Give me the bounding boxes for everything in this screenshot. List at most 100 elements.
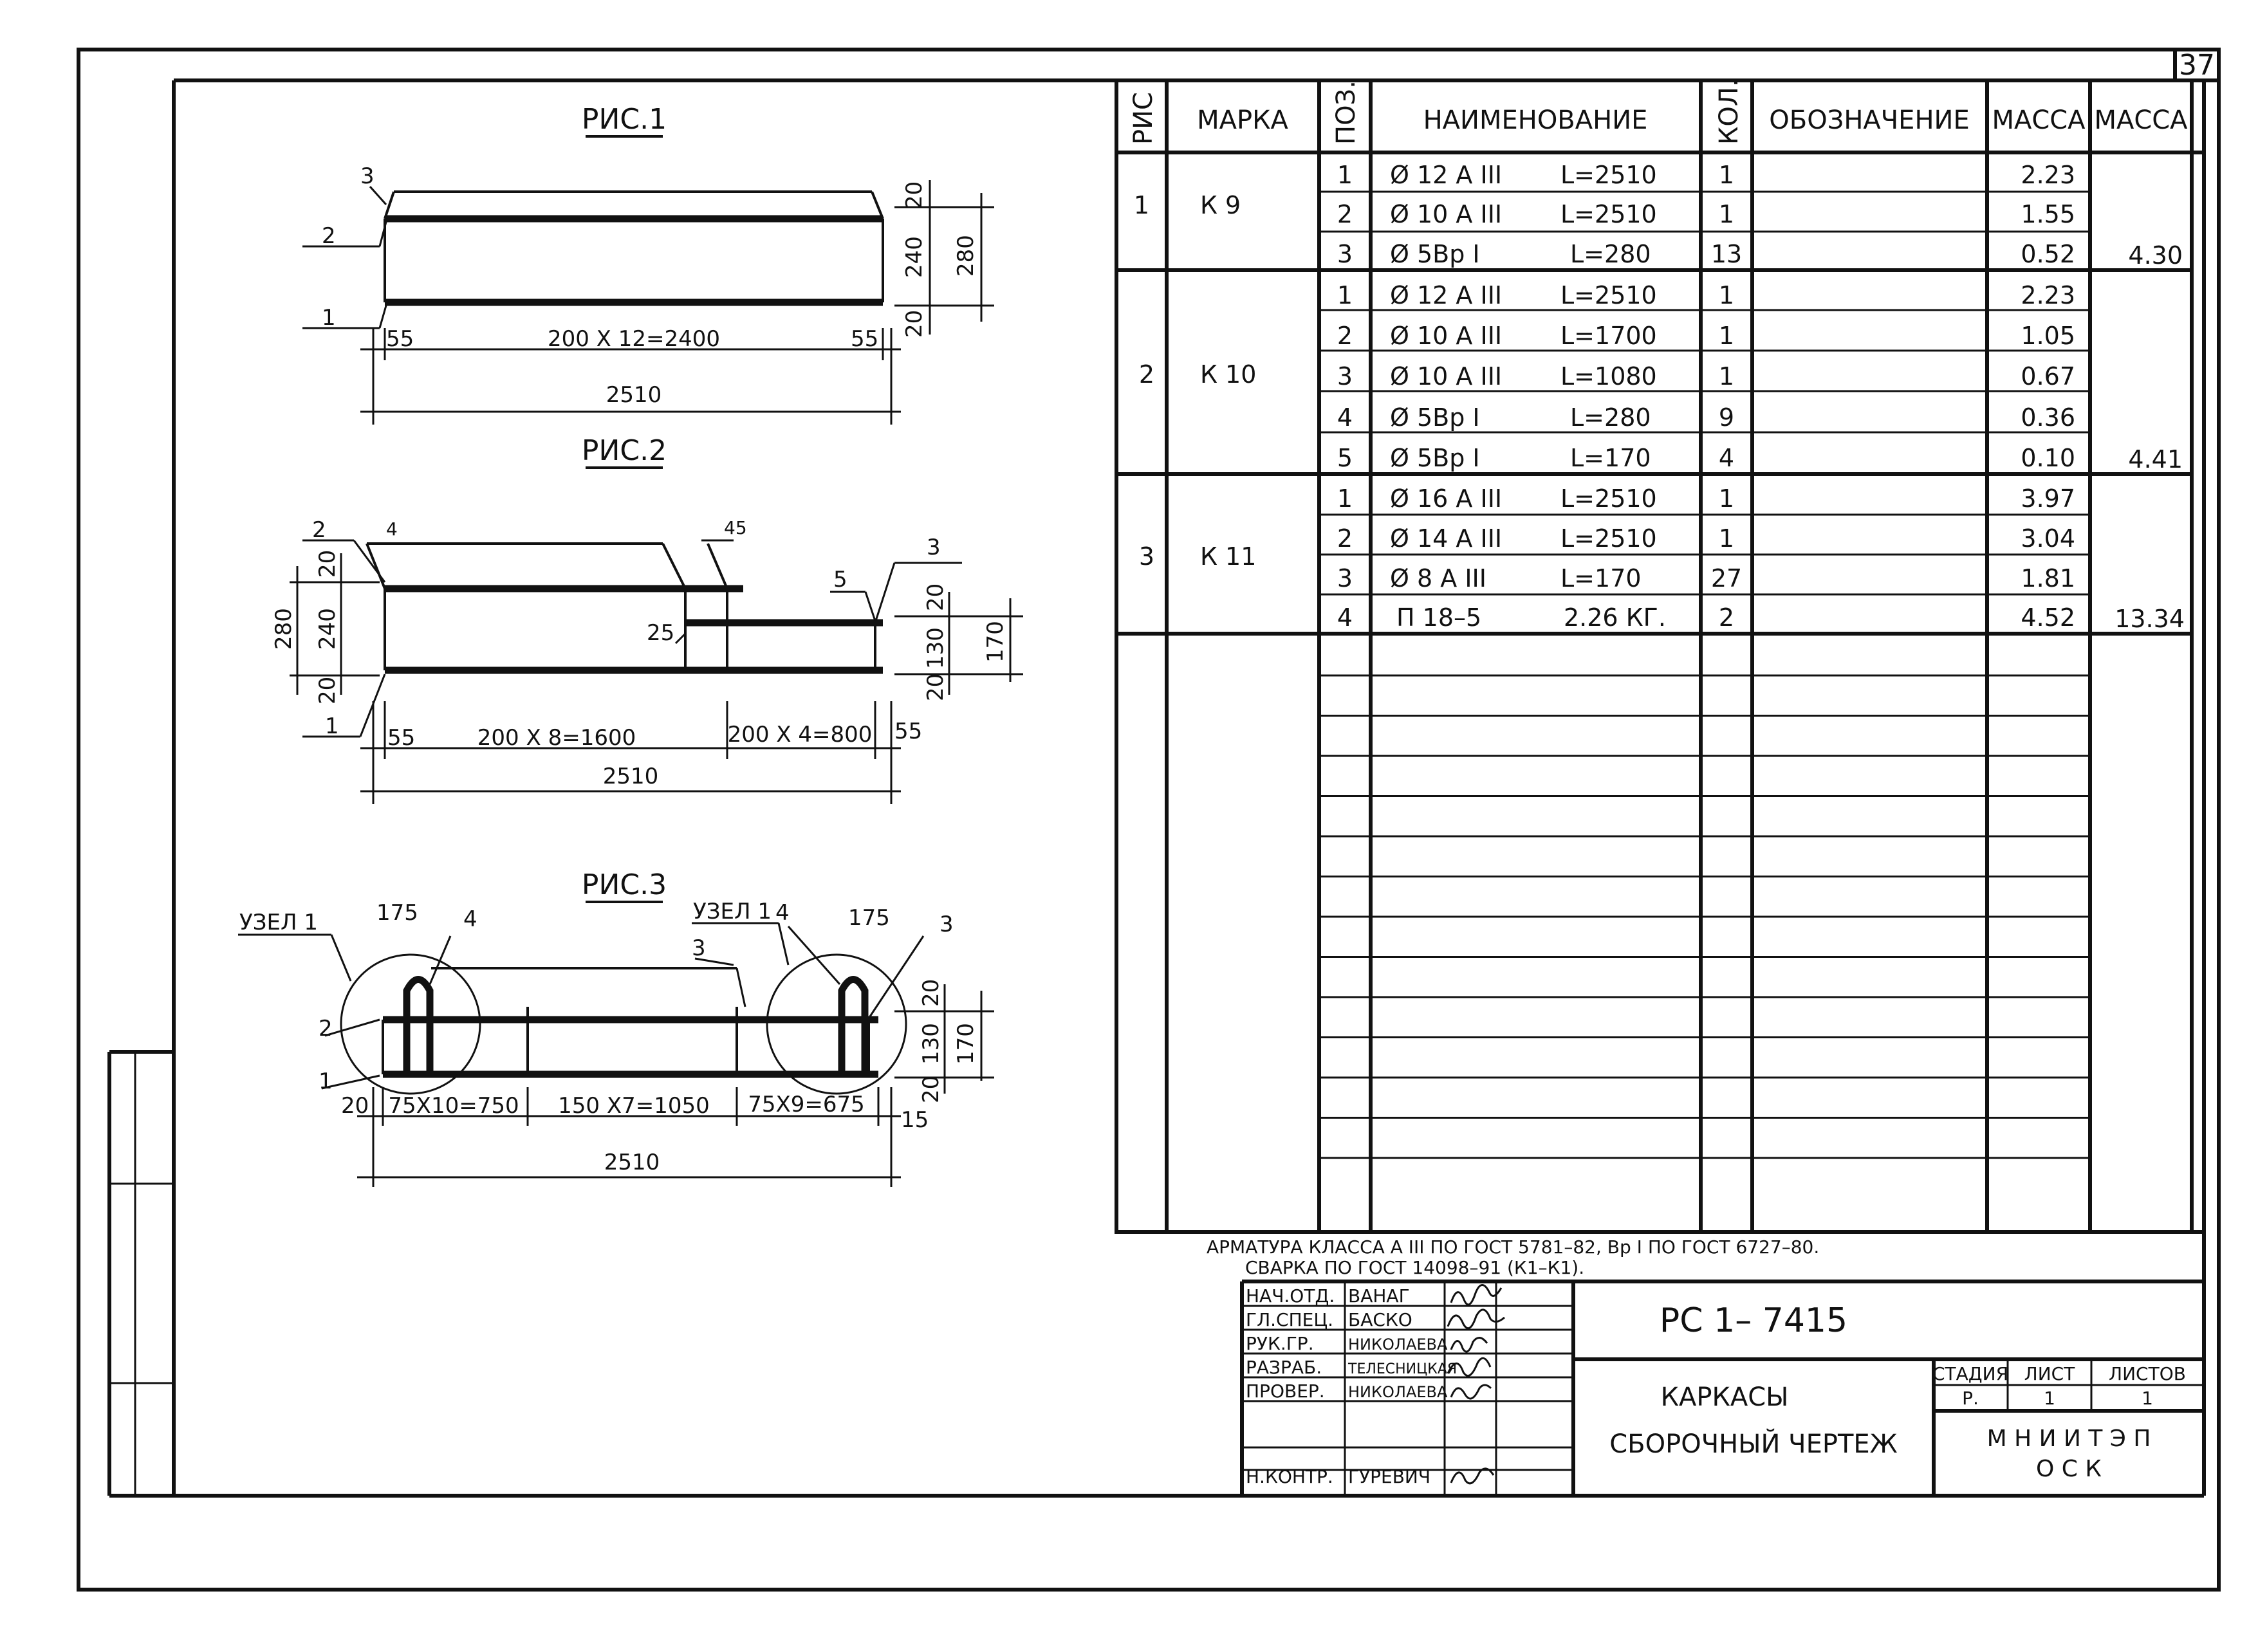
note-line-1: АРМАТУРА КЛАССА А III ПО ГОСТ 5781–82, В… <box>1207 1236 1819 1258</box>
fig3-pos-1: 1 <box>319 1069 333 1094</box>
sheet-number: 37 <box>2179 49 2215 82</box>
fig2-dim-total: 2510 <box>603 764 659 789</box>
table-row: 1 Ø 16 A III L=2510 1 3.97 <box>1337 484 2075 513</box>
row-mass: 3.04 <box>2021 524 2075 553</box>
fig3-dim-175-left: 175 <box>376 900 418 926</box>
row-qty: 1 <box>1719 322 1734 350</box>
signatures <box>1447 1284 1505 1485</box>
fig2-dim-r-total: 170 <box>983 621 1008 663</box>
fig3-dim-r-bot: 20 <box>918 1076 944 1103</box>
fig2-dim-end-left: 55 <box>387 725 415 751</box>
signer-name: ГУРЕВИЧ <box>1348 1466 1430 1487</box>
signer-name: ТЕЛЕСНИЦКАЯ <box>1347 1361 1457 1377</box>
row-name: Ø 16 A III <box>1390 484 1502 513</box>
signer-row: НАЧ.ОТД. ВАНАГ <box>1246 1285 1410 1307</box>
signer-role: ГЛ.СПЕЦ. <box>1246 1309 1333 1330</box>
row-qty: 1 <box>1719 362 1734 390</box>
row-name: Ø 5Вр I <box>1390 444 1480 472</box>
org-line-2: О С К <box>2036 1456 2102 1482</box>
fig2-dim-45: 45 <box>724 517 747 538</box>
signer-name: НИКОЛАЕВА <box>1348 1335 1448 1354</box>
fig2-dim-end-right: 55 <box>894 719 922 744</box>
fig1-dim-v-total: 280 <box>953 235 979 277</box>
fig2-pos-4: 4 <box>386 519 398 540</box>
fig1-dim-total: 2510 <box>606 382 662 408</box>
figure-3-title: РИС.3 <box>582 868 667 901</box>
fig3-dim-span-1: 75X10=750 <box>388 1093 519 1119</box>
row-qty: 1 <box>1719 161 1734 189</box>
row-qty: 27 <box>1711 564 1742 592</box>
row-name: Ø 14 A III <box>1390 524 1502 553</box>
figure-1: РИС.1 3 2 1 55 200 X 12=2400 55 2510 20 <box>302 103 994 425</box>
fig2-dim-25: 25 <box>647 620 674 646</box>
row-mass: 0.67 <box>2021 362 2075 390</box>
row-name: Ø 10 A III <box>1390 322 1502 350</box>
fig3-dim-r-top: 20 <box>918 979 944 1007</box>
fig1-pos-2: 2 <box>322 223 336 249</box>
figure-3: РИС.3 УЗЕЛ 1 УЗЕЛ 1 175 175 4 4 3 3 2 1 <box>238 868 994 1187</box>
signer-row: РАЗРАБ. ТЕЛЕСНИЦКАЯ <box>1246 1357 1457 1378</box>
row-pos: 5 <box>1337 444 1353 472</box>
row-pos: 3 <box>1337 564 1353 592</box>
row-name: Ø 8 A III <box>1390 564 1486 592</box>
signer-role: НАЧ.ОТД. <box>1246 1285 1335 1307</box>
row-name: Ø 5Вр I <box>1390 240 1480 268</box>
row-length: L=2510 <box>1560 281 1657 309</box>
group-fig: 3 <box>1139 542 1154 571</box>
row-qty: 1 <box>1719 200 1734 228</box>
note-line-2: СВАРКА ПО ГОСТ 14098–91 (К1–К1). <box>1245 1257 1584 1278</box>
fig2-dim-r-top: 20 <box>923 583 949 611</box>
table-row: 1 Ø 12 A III L=2510 1 2.23 <box>1337 281 2075 309</box>
fig3-pos-4-left: 4 <box>463 906 477 932</box>
row-pos: 3 <box>1337 362 1353 390</box>
row-qty: 1 <box>1719 484 1734 513</box>
fig3-node-circle-left <box>340 953 481 1095</box>
row-length: L=170 <box>1570 444 1651 472</box>
fig2-dim-span-1: 200 X 8=1600 <box>477 725 636 751</box>
row-qty: 9 <box>1719 403 1734 432</box>
fig3-pos-2: 2 <box>319 1016 333 1042</box>
row-pos: 4 <box>1337 403 1353 432</box>
sheet-value: 1 <box>2044 1388 2055 1409</box>
group-fig: 2 <box>1139 360 1154 389</box>
row-length: L=2510 <box>1560 161 1657 189</box>
header-mass-item: МАССА <box>1992 106 2086 135</box>
table-row: 4 Ø 5Вр I L=280 9 0.36 <box>1337 403 2075 432</box>
row-qty: 13 <box>1711 240 1742 268</box>
row-length: L=280 <box>1570 403 1651 432</box>
signer-row: РУК.ГР. НИКОЛАЕВА <box>1246 1333 1448 1354</box>
header-designation: ОБОЗНАЧЕНИЕ <box>1769 106 1969 135</box>
org-line-1: М Н И И Т Э П <box>1987 1426 2151 1452</box>
table-row: 1 Ø 12 A III L=2510 1 2.23 <box>1337 161 2075 189</box>
fig2-dim-r-mid: 130 <box>923 627 949 669</box>
stage-label: СТАДИЯ <box>1932 1363 2008 1384</box>
sheets-label: ЛИСТОВ <box>2109 1363 2186 1384</box>
fig1-dim-end-right: 55 <box>851 326 878 352</box>
row-length: L=170 <box>1560 564 1642 592</box>
row-qty: 2 <box>1719 603 1734 632</box>
fig2-dim-v-bot: 20 <box>315 677 340 704</box>
fig1-dim-v-top: 20 <box>902 181 927 209</box>
fig1-dim-v-mid: 240 <box>902 236 927 278</box>
row-mass: 2.23 <box>2021 161 2075 189</box>
fig3-node-right: УЗЕЛ 1 <box>693 899 772 924</box>
spec-group-k10: 2 К 10 4.41 1 Ø 12 A III L=2510 1 2.23 2… <box>1139 281 2183 473</box>
fig2-dim-v-total: 280 <box>271 608 297 650</box>
fig2-pos-2: 2 <box>312 517 326 543</box>
group-fig: 1 <box>1134 191 1149 219</box>
row-mass: 1.55 <box>2021 200 2075 228</box>
row-name: Ø 10 A III <box>1390 362 1502 390</box>
fig1-pos-1: 1 <box>322 305 336 331</box>
fig3-pos-3-mid: 3 <box>692 935 706 961</box>
row-qty: 1 <box>1719 524 1734 553</box>
signer-role: Н.КОНТР. <box>1246 1466 1333 1487</box>
signer-name: БАСКО <box>1348 1309 1412 1330</box>
signer-name: НИКОЛАЕВА <box>1348 1383 1448 1401</box>
figure-1-title: РИС.1 <box>582 103 667 136</box>
row-name: П 18–5 <box>1396 603 1481 632</box>
table-row: 2 Ø 14 A III L=2510 1 3.04 <box>1337 524 2075 553</box>
header-name: НАИМЕНОВАНИЕ <box>1423 106 1648 135</box>
row-pos: 4 <box>1337 603 1353 632</box>
fig2-pos-5: 5 <box>833 567 847 592</box>
